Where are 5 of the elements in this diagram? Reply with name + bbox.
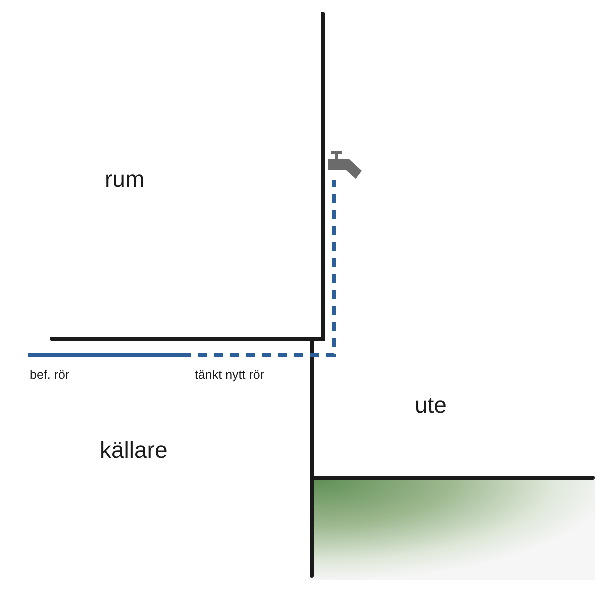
area-label: rum (105, 168, 145, 191)
area-label: ute (415, 394, 447, 417)
area-label: källare (100, 439, 168, 462)
pipe-label: tänkt nytt rör (195, 369, 264, 382)
pipe-label: bef. rör (30, 369, 70, 382)
